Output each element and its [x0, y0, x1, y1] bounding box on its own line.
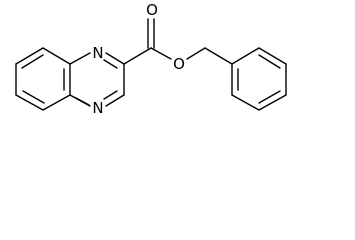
bond-c5-c6	[15, 94, 44, 111]
bond-n1-c2	[105, 52, 125, 65]
ester-group	[123, 18, 233, 65]
atom-n-bottom: N	[92, 99, 103, 117]
bond-ph-c5-c6	[231, 94, 260, 111]
double-bond-ph-c4-c5-inner	[258, 90, 281, 104]
atom-o-carbonyl: O	[146, 1, 158, 19]
bond-ph-c2-c3	[258, 47, 287, 65]
double-bond-c3-n4-inner	[103, 90, 118, 100]
bond-c7-c8	[15, 47, 44, 65]
bond-carbonyl-c-o-ester	[150, 47, 172, 60]
quinoxaline-pyrazine-ring	[69, 52, 125, 107]
bond-c8a-n1	[69, 52, 91, 65]
double-bond-c7-c8-inner	[21, 54, 44, 69]
bond-ch2-phenyl	[204, 47, 233, 65]
bond-c2-carbonyl-c	[123, 47, 152, 65]
bond-ph-c4-c5	[258, 94, 287, 111]
double-bond-c4a-n4-inner	[75, 97, 90, 106]
bond-o-ester-ch2	[186, 47, 206, 60]
double-bond-n1-c2-inner	[103, 59, 118, 69]
atom-o-ester: O	[173, 55, 185, 73]
double-bond-ph-c2-c3-inner	[258, 54, 281, 69]
bond-ph-c1-c2	[231, 47, 260, 65]
quinoxaline-benzyl-ester-structure: N N O O	[15, 1, 287, 117]
bond-c8-c8a	[42, 47, 71, 65]
double-bond-c5-c6-inner	[22, 90, 45, 104]
bond-c3-n4	[105, 94, 125, 107]
atom-n-top: N	[92, 44, 103, 62]
quinoxaline-benzo-ring	[15, 47, 71, 111]
phenyl-ring	[231, 47, 287, 111]
bond-c4a-c5	[42, 94, 71, 111]
